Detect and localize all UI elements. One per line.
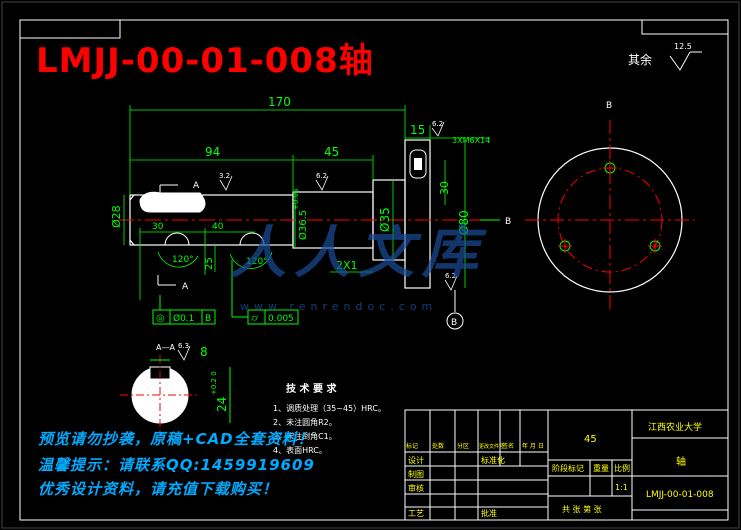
- section-label-a-bottom: A: [182, 282, 189, 292]
- dim-dia-35: Ø35: [378, 207, 392, 232]
- dim-section-8: 8: [200, 345, 208, 359]
- dim-length-15: 15: [410, 123, 425, 137]
- tolerance-1-datum: B: [205, 314, 211, 324]
- dim-dia-36-5-tol: +0.05: [292, 189, 300, 210]
- angle-arc-a: [157, 251, 199, 268]
- promo-line-1: 预览请勿抄袭，原稿+CAD全套资料！: [38, 430, 314, 448]
- roughness-mark-4: 6.2: [445, 272, 456, 280]
- dim-len-40: 40: [212, 222, 224, 232]
- promo-line-2: 温馨提示：请联系QQ:1459919609: [38, 456, 315, 474]
- tech-req-heading: 技 术 要 求: [286, 382, 337, 395]
- dim-overall-length: 170: [268, 95, 291, 109]
- title-block-row-label-6: 年 月 日: [522, 442, 544, 450]
- cross-holes: [164, 232, 265, 246]
- title-block-part-name: 轴: [676, 455, 686, 468]
- drawing-border: [19, 19, 729, 521]
- dimension-lines: [123, 105, 490, 300]
- dim-section-24-tol: +0.2 0: [210, 371, 218, 395]
- title-block-part-code: LMJJ-00-01-008: [646, 490, 714, 500]
- title-block-row-label-2: 处数: [432, 442, 444, 450]
- tolerance-frame-1: [152, 295, 216, 325]
- tolerance-2-symbol: ⌭: [251, 313, 259, 324]
- roughness-mark-1: 3.2: [219, 172, 230, 180]
- dim-hole-spec: 3XM6X14: [452, 136, 490, 145]
- dim-chamfer: 2X1: [336, 259, 358, 272]
- dim-len-30: 30: [152, 222, 164, 232]
- tech-req-item-3: 3、未注倒角C1。: [273, 431, 337, 441]
- dim-angle-120-b: 120°: [246, 257, 268, 267]
- dim-length-45: 45: [324, 145, 339, 159]
- view-b-label: B: [606, 101, 612, 111]
- tolerance-1-value: Ø0.1: [173, 313, 194, 324]
- title-block-grid: [404, 409, 729, 521]
- section-label-a-top: A: [193, 181, 200, 191]
- roughness-rest-label: 其余: [628, 52, 652, 67]
- title-block-checker: 审核: [408, 483, 424, 493]
- title-block-standardize: 标准化: [481, 455, 505, 465]
- angle-arc-b: [229, 251, 273, 269]
- title-block-row-label-1: 标记: [406, 442, 418, 450]
- tech-req-item-4: 4、表面HRC。: [273, 445, 327, 455]
- dim-h-25: 25: [204, 257, 215, 270]
- view-b-hole-centers: [558, 161, 662, 253]
- title-block-designer: 设计: [408, 455, 424, 465]
- title-block-row-label-5: 签名: [502, 442, 514, 450]
- dim-angle-120-a: 120°: [172, 255, 194, 265]
- watermark-text: 人人文库: [230, 221, 487, 286]
- dim-dia-36-5: Ø36.5: [297, 210, 309, 240]
- drawing-tag-box-right: [641, 19, 729, 35]
- keyway-slot: [139, 191, 206, 213]
- roughness-marks: [177, 121, 458, 361]
- section-aa-label: A—A: [156, 343, 175, 352]
- dim-dia-28: Ø28: [110, 205, 123, 228]
- title-block-scale-label: 比例: [614, 463, 630, 473]
- datum-b-circle-label: B: [451, 318, 457, 328]
- flange-slot: [409, 149, 427, 179]
- drawing-tag-box: [19, 19, 121, 39]
- title-block-sheet-label: 共 张 第 张: [562, 504, 602, 514]
- tolerance-2-value: 0.005: [268, 314, 294, 324]
- title-block-material: 45: [584, 434, 597, 445]
- title-block-stage-label: 阶段标记: [552, 463, 584, 473]
- section-arrows: [157, 184, 178, 286]
- tech-req-item-2: 2、未注圆角R2。: [273, 417, 337, 427]
- flange-slot-inner: [414, 158, 422, 170]
- title-block-process: 工艺: [408, 509, 424, 518]
- tolerance-frame-2: [231, 260, 299, 325]
- dim-dia-80: Ø80: [457, 210, 471, 235]
- title-block-scale: 1:1: [615, 483, 628, 492]
- roughness-rest-symbol: [669, 51, 691, 71]
- watermark-url: www.renrendoc.com: [240, 300, 437, 313]
- title-block-university: 江西农业大学: [648, 421, 702, 433]
- dim-section-24: 24: [215, 397, 229, 412]
- tolerance-1-symbol: ◎: [156, 313, 165, 324]
- roughness-mark-5: 6.3: [178, 342, 189, 350]
- section-aa-dims: [150, 359, 231, 423]
- datum-b-circle: [446, 312, 464, 330]
- datum-b-right: B: [505, 217, 511, 227]
- tech-req-item-1: 1、调质处理（35~45）HRC。: [273, 403, 386, 413]
- roughness-mark-3: 6.2: [432, 120, 443, 128]
- title-block-drawn: 制图: [408, 469, 424, 479]
- dim-length-94: 94: [205, 145, 220, 159]
- promo-line-3: 优秀设计资料，请充值下载购买！: [38, 480, 279, 498]
- roughness-mark-2: 6.2: [316, 172, 327, 180]
- title-block-approve: 批准: [481, 508, 497, 518]
- title-block-weight-label: 重量: [593, 463, 609, 473]
- title-block-row-label-3: 分区: [457, 442, 469, 450]
- dim-h-30: 30: [438, 181, 451, 195]
- title-block-row-label-4: 更改文件号: [479, 443, 504, 450]
- roughness-rest-value: 12.5: [674, 42, 692, 51]
- drawing-title: LMJJ-00-01-008轴: [36, 41, 374, 81]
